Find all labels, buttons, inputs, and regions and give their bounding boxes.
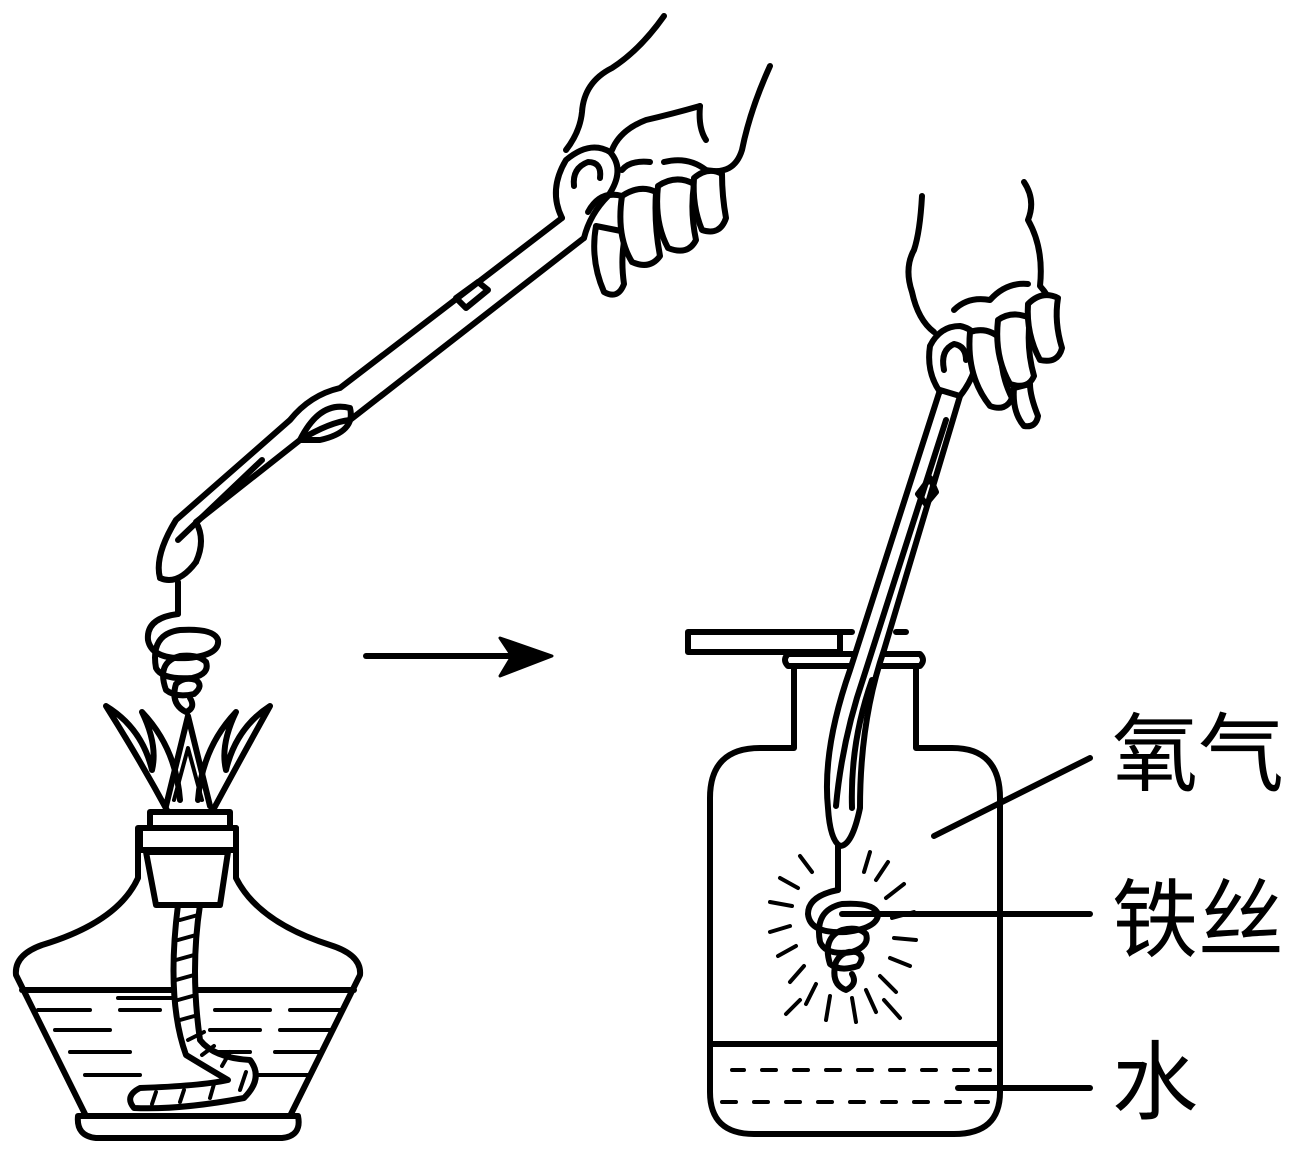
leader-lines — [839, 755, 1093, 1091]
lamp-cap — [137, 825, 239, 853]
hand-left — [563, 13, 773, 298]
flame — [103, 703, 273, 815]
glass-cover-plate — [685, 629, 843, 655]
crucible-tongs-left — [155, 144, 621, 583]
label-oxygen: 氧气 — [1112, 705, 1284, 805]
crucible-tongs-right — [823, 323, 982, 849]
hand-right — [905, 179, 1065, 430]
wire-coil-left — [144, 611, 222, 715]
lamp-base — [74, 1113, 302, 1141]
wick — [127, 902, 259, 1112]
lamp-stopper — [143, 849, 231, 908]
wick-holder — [147, 809, 233, 831]
water-dashes — [720, 1068, 992, 1104]
process-arrow — [363, 636, 554, 678]
wire-coil-right — [805, 887, 881, 993]
alcohol-dashes — [36, 996, 342, 1077]
wick-stripes — [150, 913, 248, 1106]
label-water: 水 — [1112, 1033, 1198, 1133]
leader-oxygen — [931, 755, 1093, 839]
jar-outline — [707, 663, 1003, 1137]
sparks — [768, 850, 918, 1024]
label-iron-wire: 铁丝 — [1112, 871, 1284, 971]
alcohol-lamp — [12, 703, 364, 1141]
iron-wire-right — [805, 843, 881, 993]
iron-wire-left — [144, 579, 222, 715]
